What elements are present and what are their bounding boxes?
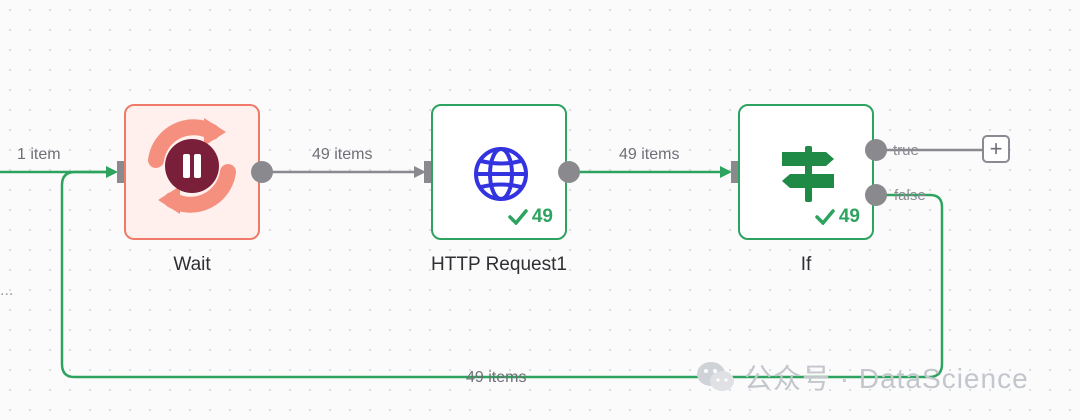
plus-icon: + [989, 136, 1003, 161]
wait-input-handle[interactable] [117, 161, 127, 183]
http-to-if-items-label: 49 items [619, 146, 680, 163]
http-request-node[interactable]: 49 [431, 104, 567, 240]
http-success-count: 49 [508, 206, 553, 228]
wechat-icon [697, 362, 734, 391]
if-success-count: 49 [815, 206, 860, 228]
wait-node[interactable] [124, 104, 260, 240]
signpost-icon [782, 146, 834, 202]
if-input-handle[interactable] [731, 161, 741, 183]
loop-back-connection[interactable] [60, 170, 944, 379]
watermark-text: 公众号 · DataScience [744, 363, 1029, 394]
if-count-value: 49 [838, 206, 860, 227]
incoming-items-label: 1 item [17, 146, 61, 163]
add-node-button[interactable]: + [982, 135, 1010, 163]
http-to-if-arrow [720, 166, 732, 178]
http-input-handle[interactable] [424, 161, 434, 183]
wait-to-http-arrow [414, 166, 426, 178]
http-count-value: 49 [531, 206, 553, 227]
check-icon [815, 209, 835, 225]
globe-icon [474, 147, 528, 201]
loop-back-items-label: 49 items [466, 369, 527, 386]
wait-icon [148, 118, 236, 214]
http-node-title: HTTP Request1 [431, 254, 567, 275]
overflow-ellipsis: ... [0, 282, 14, 299]
true-branch-label: true [893, 142, 919, 159]
watermark: 公众号 · DataScience [696, 357, 1029, 397]
if-node[interactable]: 49 [738, 104, 874, 240]
wait-to-http-items-label: 49 items [312, 146, 373, 163]
if-node-title: If [800, 254, 812, 275]
wait-node-title: Wait [173, 254, 211, 275]
false-branch-label: false [894, 187, 926, 204]
check-icon [508, 209, 528, 225]
